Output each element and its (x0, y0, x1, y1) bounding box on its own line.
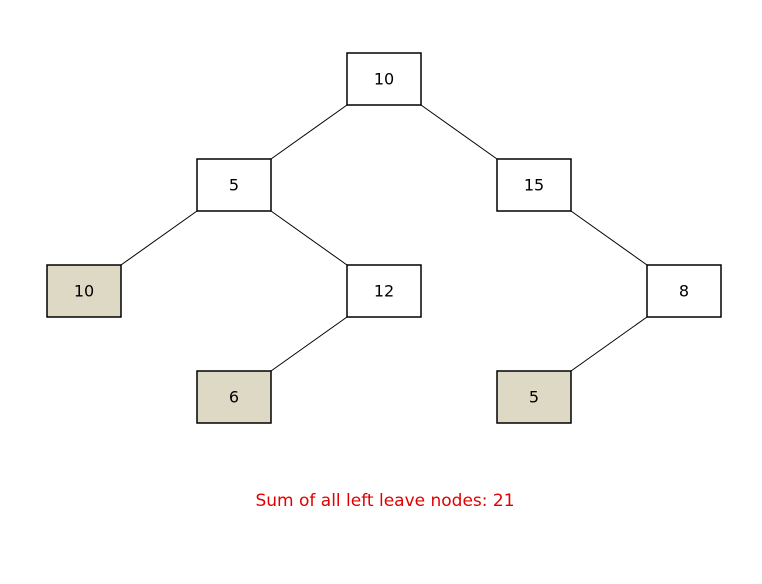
node-box (496, 370, 572, 424)
tree-node: 12 (346, 264, 422, 318)
tree-edge-n1-n3 (420, 104, 498, 160)
tree-edge-n3-n6 (570, 210, 648, 266)
tree-edge-n1-n2 (270, 104, 348, 160)
node-box (346, 264, 422, 318)
tree-edge-n5-n7 (270, 316, 348, 372)
node-value: 5 (529, 388, 539, 407)
node-box (196, 370, 272, 424)
node-value: 10 (74, 282, 94, 301)
node-box (496, 158, 572, 212)
left-leaf-node: 10 (46, 264, 122, 318)
node-box (46, 264, 122, 318)
tree-node: 10 (346, 52, 422, 106)
node-box (196, 158, 272, 212)
node-box (646, 264, 722, 318)
tree-edges (120, 104, 648, 372)
node-value: 10 (374, 70, 394, 89)
node-value: 8 (679, 282, 689, 301)
left-leaves-sum-caption: Sum of all left leave nodes: 21 (255, 491, 515, 511)
tree-node: 8 (646, 264, 722, 318)
node-value: 6 (229, 388, 239, 407)
node-box (346, 52, 422, 106)
node-value: 12 (374, 282, 394, 301)
left-leaf-node: 6 (196, 370, 272, 424)
tree-node: 15 (496, 158, 572, 212)
tree-nodes: 10 5 15 10 12 8 6 5 (46, 52, 722, 424)
tree-edge-n6-n8 (570, 316, 648, 372)
node-value: 15 (524, 176, 544, 195)
tree-edge-n2-n4 (120, 210, 198, 266)
tree-edge-n2-n5 (270, 210, 348, 266)
tree-node: 5 (196, 158, 272, 212)
node-value: 5 (229, 176, 239, 195)
left-leaf-node: 5 (496, 370, 572, 424)
